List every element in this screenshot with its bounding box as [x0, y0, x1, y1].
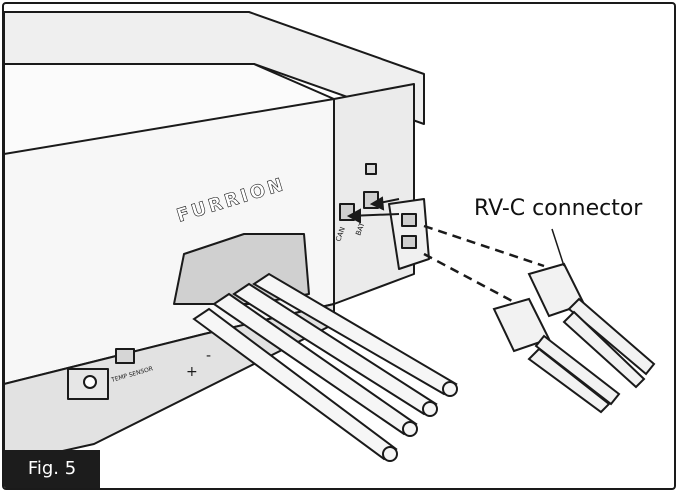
callout-leader	[551, 228, 565, 267]
figure-label: Fig. 5	[4, 450, 100, 488]
polarity-minus: -	[206, 348, 211, 364]
cable-end-3	[422, 401, 438, 417]
rvc-wire-lower-a	[534, 334, 621, 406]
port-indicator	[365, 163, 377, 175]
housing-top	[4, 11, 425, 125]
rvc-wire-upper-a	[567, 297, 656, 376]
cable-end-2	[402, 421, 418, 437]
rvc-socket	[388, 198, 430, 270]
product-illustration: FURRION CAN BAT TEMP SENSOR + -	[4, 11, 656, 465]
polarity-plus: +	[186, 364, 198, 380]
temp-sensor-screw	[83, 375, 97, 389]
insert-line-lower	[423, 252, 515, 304]
rvc-wire-upper-b	[562, 310, 646, 389]
cable-end-1	[382, 446, 398, 462]
rvc-wire-lower-b	[527, 347, 611, 414]
temp-port	[115, 348, 135, 364]
insert-line-upper	[423, 224, 545, 268]
rvc-connector-callout: RV-C connector	[474, 196, 643, 221]
cable-end-4	[442, 381, 458, 397]
